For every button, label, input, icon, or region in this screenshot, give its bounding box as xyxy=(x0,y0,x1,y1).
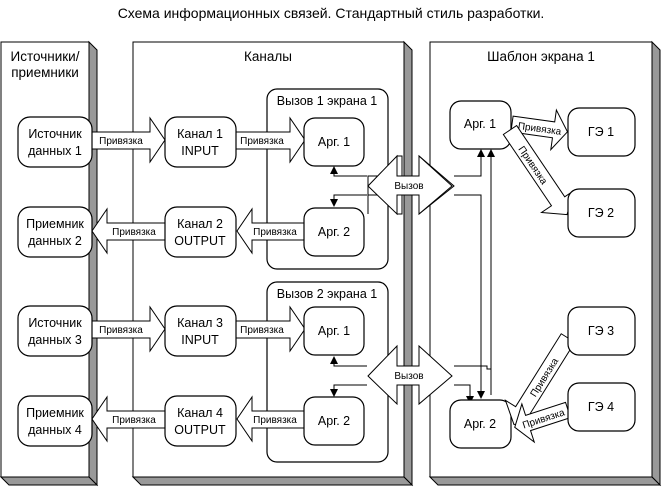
svg-text:Вызов: Вызов xyxy=(394,371,423,382)
template-arg-2: Арг. 2 xyxy=(449,399,512,449)
diagram-title: Схема информационных связей. Стандартный… xyxy=(118,5,545,21)
svg-text:Источник: Источник xyxy=(28,316,82,330)
call-arrow-1: Вызов xyxy=(367,154,455,216)
svg-text:Арг. 2: Арг. 2 xyxy=(318,414,350,428)
svg-text:Вызов: Вызов xyxy=(394,181,423,192)
panel-sources: Источники/ приемники xyxy=(0,40,99,487)
graphic-element-4: ГЭ 4 xyxy=(567,382,636,432)
svg-text:Привязка: Привязка xyxy=(112,227,156,238)
svg-text:Канал 4: Канал 4 xyxy=(177,406,223,420)
svg-text:Канал 3: Канал 3 xyxy=(177,316,223,330)
binding-arrow-ch1-arg1: Привязка xyxy=(235,116,306,164)
svg-text:Арг. 2: Арг. 2 xyxy=(318,225,350,239)
call-2-arg-1: Арг. 1 xyxy=(303,306,365,356)
svg-text:OUTPUT: OUTPUT xyxy=(174,234,226,248)
source-node-1: Источник данных 1 xyxy=(17,116,93,168)
call-2-title: Вызов 2 экрана 1 xyxy=(277,287,377,301)
binding-arrow-ch2-rcv2: Привязка xyxy=(91,207,166,255)
svg-text:данных 4: данных 4 xyxy=(28,423,82,437)
binding-arrow-src1-ch1: Привязка xyxy=(90,116,166,164)
svg-text:ГЭ 3: ГЭ 3 xyxy=(588,324,614,338)
svg-text:Привязка: Привязка xyxy=(240,136,284,147)
channel-node-1: Канал 1 INPUT xyxy=(164,116,237,168)
channel-node-3: Канал 3 INPUT xyxy=(164,305,237,357)
svg-text:Привязка: Привязка xyxy=(253,227,297,238)
svg-text:Арг. 1: Арг. 1 xyxy=(318,324,350,338)
svg-text:Арг. 2: Арг. 2 xyxy=(464,417,496,431)
call-1-arg-2: Арг. 2 xyxy=(303,207,365,257)
svg-text:ГЭ 1: ГЭ 1 xyxy=(588,125,614,139)
channel-node-2: Канал 2 OUTPUT xyxy=(164,206,237,258)
svg-text:Привязка: Привязка xyxy=(99,325,143,336)
svg-text:Привязка: Привязка xyxy=(99,136,143,147)
binding-arrow-arg2-ch2: Привязка xyxy=(236,207,306,255)
graphic-element-2: ГЭ 2 xyxy=(567,188,636,238)
graphic-element-3: ГЭ 3 xyxy=(567,306,636,356)
svg-text:данных 1: данных 1 xyxy=(28,144,82,158)
svg-text:ГЭ 4: ГЭ 4 xyxy=(588,400,614,414)
source-node-3: Источник данных 3 xyxy=(17,305,93,357)
svg-text:Привязка: Привязка xyxy=(240,325,284,336)
binding-arrow-ch4-rcv4: Привязка xyxy=(91,395,166,443)
panel-channels-title: Каналы xyxy=(244,49,292,64)
binding-arrow-ch3-arg1: Привязка xyxy=(235,305,306,353)
call-arrow-2: Вызов xyxy=(367,344,453,406)
svg-text:Приемник: Приемник xyxy=(26,406,84,420)
template-arg-1: Арг. 1 xyxy=(449,100,512,150)
call-1-arg-1: Арг. 1 xyxy=(303,117,365,167)
panel-sources-title-line2: приемники xyxy=(11,65,79,80)
svg-text:Привязка: Привязка xyxy=(112,415,156,426)
binding-arrow-src3-ch3: Привязка xyxy=(90,305,166,353)
svg-text:Арг. 1: Арг. 1 xyxy=(464,117,496,131)
receiver-node-4: Приемник данных 4 xyxy=(17,395,93,447)
graphic-element-1: ГЭ 1 xyxy=(567,107,636,157)
svg-text:Канал 2: Канал 2 xyxy=(177,217,223,231)
svg-text:Привязка: Привязка xyxy=(253,415,297,426)
svg-text:данных 3: данных 3 xyxy=(28,333,82,347)
receiver-node-2: Приемник данных 2 xyxy=(17,206,93,258)
panel-sources-title-line1: Источники/ xyxy=(11,49,80,64)
svg-text:INPUT: INPUT xyxy=(181,333,219,347)
svg-text:Канал 1: Канал 1 xyxy=(177,127,223,141)
binding-arrow-arg2-ch4: Привязка xyxy=(236,395,306,443)
svg-text:Приемник: Приемник xyxy=(26,217,84,231)
channel-node-4: Канал 4 OUTPUT xyxy=(164,395,237,447)
svg-text:ГЭ 2: ГЭ 2 xyxy=(588,206,614,220)
svg-text:Арг. 1: Арг. 1 xyxy=(318,135,350,149)
call-connectors xyxy=(330,149,495,404)
panel-template-title: Шаблон экрана 1 xyxy=(487,49,595,64)
svg-text:OUTPUT: OUTPUT xyxy=(174,423,226,437)
svg-text:данных 2: данных 2 xyxy=(28,234,82,248)
svg-text:INPUT: INPUT xyxy=(181,144,219,158)
call-2-arg-2: Арг. 2 xyxy=(303,396,365,446)
call-1-title: Вызов 1 экрана 1 xyxy=(277,94,377,108)
svg-text:Источник: Источник xyxy=(28,127,82,141)
